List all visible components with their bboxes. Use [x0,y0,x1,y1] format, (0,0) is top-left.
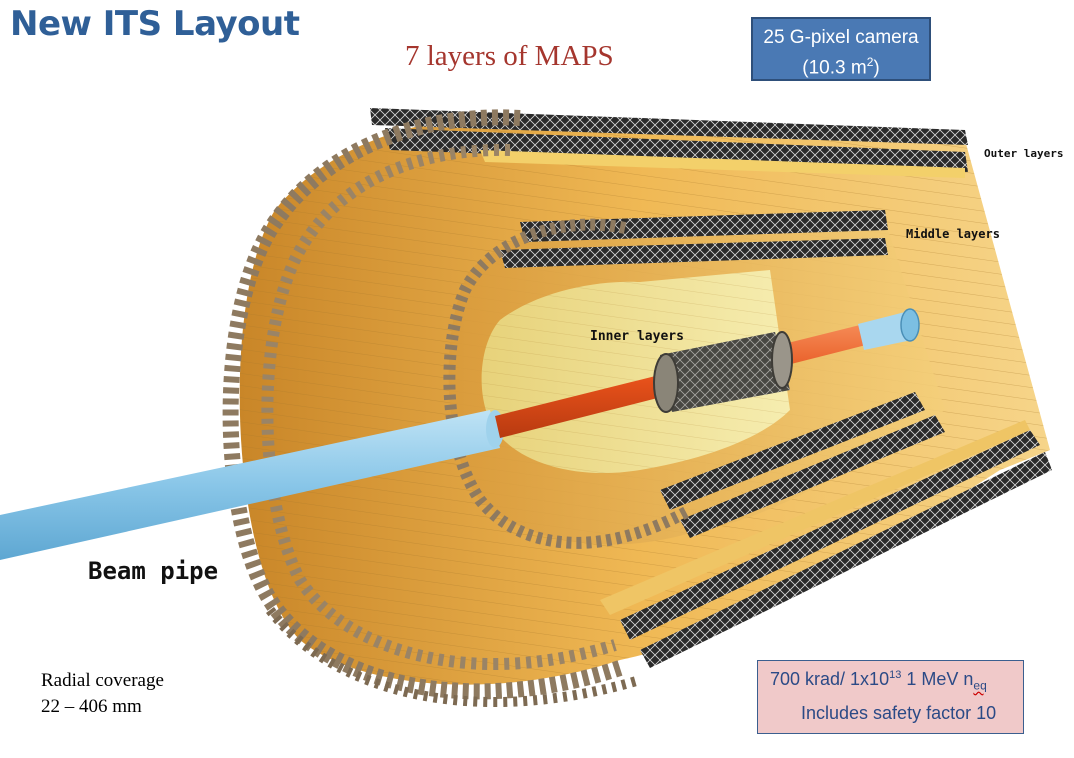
page-subtitle: 7 layers of MAPS [405,40,614,72]
outer-truss-bottom-2 [640,452,1052,668]
camera-info-line1: 25 G-pixel camera [763,27,919,48]
radiation-line1-sup: 13 [889,669,902,681]
label-middle-layers: Middle layers [906,227,1000,241]
middle-truss-bottom-2 [680,415,945,538]
radiation-info-line2: Includes safety factor 10 [801,703,997,723]
radiation-line1-sub: eq [973,678,987,693]
outer-gold-top-1 [480,150,965,178]
camera-info-box: 25 G-pixel camera (10.3 m2) [751,17,931,81]
outer-truss-top-2 [385,128,968,172]
label-outer-layers: Outer layers [984,147,1064,160]
middle-end-wheel [443,218,693,549]
radial-coverage-text: Radial coverage 22 – 406 mm [41,668,164,720]
camera-info-line2-prefix: (10.3 m [802,57,867,79]
beam-pipe-blue [0,410,500,560]
middle-truss-top-2 [500,238,888,268]
outer-end-wheel-inner [261,143,617,671]
radiation-info-box: 700 krad/ 1x1013 1 MeV neq Includes safe… [757,660,1024,734]
label-inner-layers: Inner layers [590,329,684,344]
outer-truss-bottom-1 [620,430,1040,640]
middle-truss-top [520,210,888,242]
outer-end-wheel-bottom [266,606,642,707]
page-title: New ITS Layout [10,4,300,44]
camera-info-line2-sup: 2 [866,55,874,69]
camera-info-line2-suffix: ) [873,57,880,79]
inner-detector-back [771,331,793,389]
middle-truss-bottom [660,392,925,510]
camera-info-line2: (10.3 m2) [753,50,929,80]
inner-detector-front [653,353,679,413]
radiation-line1-prefix: 700 krad/ 1x10 [770,669,890,689]
radiation-line1-mid: 1 MeV n [901,669,974,689]
beam-pipe-right-flange [858,312,912,350]
beam-pipe-right-end [900,308,920,342]
label-beam-pipe: Beam pipe [88,557,219,585]
radial-coverage-line2: 22 – 406 mm [41,696,142,717]
inner-detector-mesh [660,332,790,412]
radiation-info-line1: 700 krad/ 1x1013 1 MeV neq [770,669,987,693]
radial-coverage-line1: Radial coverage [41,670,164,691]
outer-gold-bottom [600,420,1030,615]
